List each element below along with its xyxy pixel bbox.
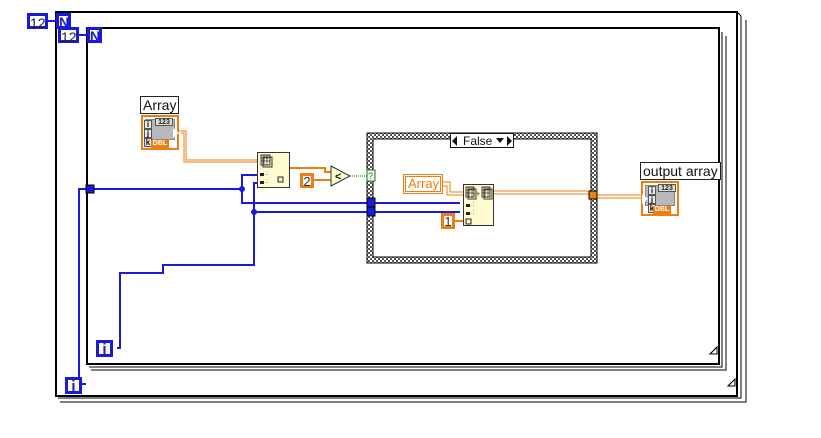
case-tunnel-col[interactable] [366,206,376,217]
svg-text:.:: .: [471,210,475,216]
case-selector[interactable]: False [450,133,514,148]
array-constant[interactable]: Array [403,174,443,194]
outer-i-wire [78,188,90,385]
case-selector-terminal[interactable]: ? [366,169,376,182]
numeric-display: 123 [658,184,676,192]
inner-n-terminal[interactable]: N [87,27,102,43]
svg-text:.:: .: [265,171,269,177]
less-than-node[interactable]: < [330,165,352,187]
index-j: j [144,129,152,138]
inner-iteration-terminal[interactable]: i [96,340,113,357]
outer-iteration-terminal[interactable]: i [65,377,82,394]
inner-count-wire [79,34,87,36]
svg-text:.:: .: [265,179,269,185]
integer-wires [78,174,460,385]
decrement-case-icon[interactable] [452,136,457,146]
output-array-label: output array [640,162,721,180]
array-wires [179,130,641,199]
replace-array-subset-icon: + .: .: [465,186,493,225]
index-array-node[interactable]: .: .: [257,152,290,188]
input-arrow-icon [642,194,648,204]
row-index-to-node-wire [241,174,257,189]
inner-for-loop-frame[interactable] [86,27,727,371]
scalar-wires [290,167,463,222]
loop-tunnel[interactable] [85,184,95,194]
output-arrow-icon [173,128,179,138]
index-array-icon: .: .: [260,154,284,185]
inner-loop-resize-corner-icon[interactable] [708,345,718,355]
outer-loop-resize-corner-icon[interactable] [726,377,736,387]
case-dropdown-icon[interactable] [496,138,504,143]
svg-text:+: + [476,191,480,198]
output-array-terminal[interactable]: i j k 123 DBL [641,181,679,216]
outer-count-wire [48,20,56,22]
inner-count-constant[interactable]: 12 [58,27,79,44]
inner-i-wire [117,182,257,349]
replace-array-subset-node[interactable]: + .: .: [463,184,494,226]
selector-terminal-text: ? [368,171,373,181]
outer-count-constant[interactable]: 12 [27,13,48,30]
case-tunnel-row[interactable] [366,197,376,208]
wire-junction-dot [239,186,245,192]
array-control-terminal[interactable]: i j k 123 DBL [141,115,179,150]
svg-text:.:: .: [471,202,475,208]
datatype-badge: DBL [151,140,169,148]
case-selector-value: False [463,134,493,148]
compare-constant[interactable]: 2 [300,173,314,188]
index-j: j [648,195,656,204]
row-index-wire [92,188,367,204]
datatype-badge: DBL [653,206,671,214]
index-i: i [144,120,152,129]
outer-for-loop-frame[interactable] [55,11,747,403]
wire-junction-dot [251,209,257,215]
numeric-display: 123 [155,118,173,126]
index-constant[interactable]: 1 [441,213,455,229]
increment-case-icon[interactable] [507,136,512,146]
case-output-tunnel[interactable] [588,190,598,200]
array-control-label: Array [140,96,180,114]
index-i: i [648,186,656,195]
operator-text: < [335,171,341,183]
